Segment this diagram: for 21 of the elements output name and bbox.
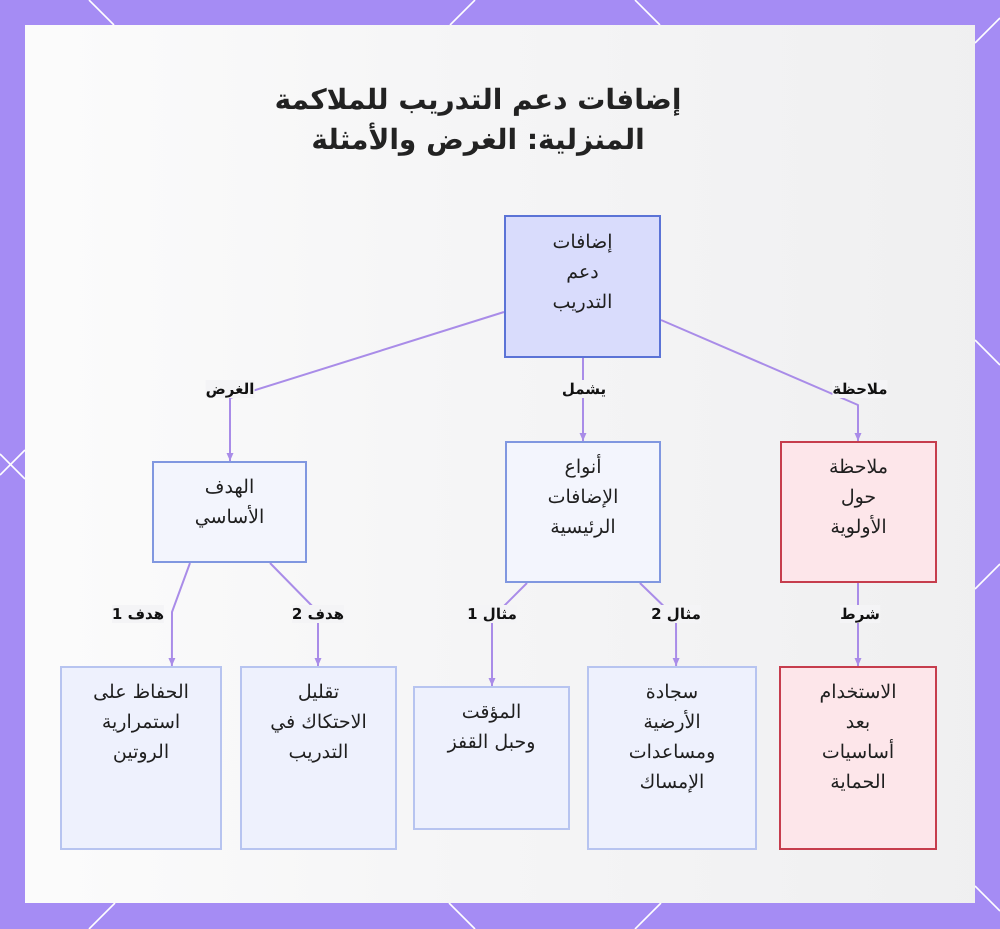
- detail-box: الحفاظ على استمرارية الروتين: [60, 666, 222, 850]
- edge-label: ملاحظة: [832, 380, 888, 398]
- edge-label: يشمل: [562, 380, 606, 398]
- title: إضافات دعم التدريب للملاكمة المنزلية: الغرض والأمثلة: [274, 82, 682, 158]
- detail-box: تقليل الاحتكاك في التدريب: [240, 666, 397, 850]
- note-box: ملاحظة حول الأولوية: [780, 441, 937, 583]
- connector: [226, 311, 504, 461]
- edge-label: هدف 1: [112, 605, 164, 623]
- detail-box: المؤقت وحبل القفز: [413, 686, 570, 830]
- detail-box: سجادة الأرضية ومساعدات الإمساك: [587, 666, 757, 850]
- edge-label: مثال 2: [651, 605, 701, 623]
- concept-box: الهدف الأساسي: [152, 461, 307, 563]
- connector: [660, 319, 862, 441]
- concept-box: إضافات دعم التدريب: [504, 215, 661, 358]
- note-box: الاستخدام بعد أساسيات الحماية: [779, 666, 937, 850]
- connector: [168, 562, 191, 666]
- edge-label: مثال 1: [467, 605, 517, 623]
- edge-label: شرط: [840, 605, 880, 623]
- concept-box: أنواع الإضافات الرئيسية: [505, 441, 661, 583]
- edge-label: الغرض: [206, 380, 254, 398]
- edge-label: هدف 2: [292, 605, 344, 623]
